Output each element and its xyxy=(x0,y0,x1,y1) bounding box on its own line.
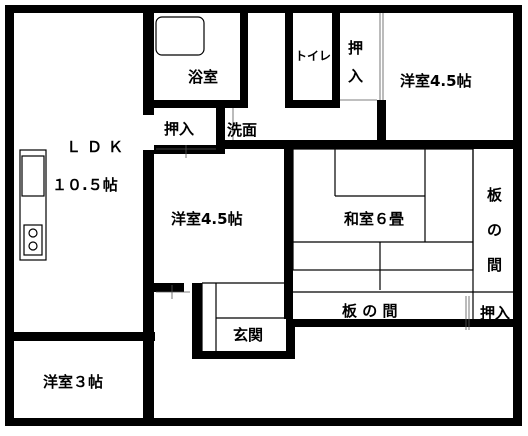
bathtub-icon xyxy=(155,16,205,56)
interior-lines xyxy=(19,13,513,351)
oshiire-top-label: 押入 xyxy=(348,39,364,85)
youshitsu-sw-label: 洋室３帖 xyxy=(43,373,104,391)
senmen-label: 洗面 xyxy=(227,121,258,139)
walls xyxy=(5,5,522,426)
toilet-label: トイレ xyxy=(295,49,332,63)
oshiire-right-label: 押入 xyxy=(480,304,511,322)
itanoma-horizontal-label: 板 の 間 xyxy=(342,302,398,320)
washitsu-label: 和室６畳 xyxy=(344,210,405,228)
genkan-label: 玄関 xyxy=(233,326,264,344)
ldk-label: ＬＤＫ xyxy=(66,138,130,156)
sink-icon xyxy=(21,155,45,197)
ldk-size-label: １０.５帖 xyxy=(52,176,118,194)
bath-label: 浴室 xyxy=(188,68,219,86)
itanoma-vertical-label: 板の間 xyxy=(487,186,503,274)
youshitsu-ne-label: 洋室4.5帖 xyxy=(400,72,472,90)
youshitsu-center-label: 洋室4.5帖 xyxy=(171,210,243,228)
oshiire-mid-label: 押入 xyxy=(164,120,195,138)
